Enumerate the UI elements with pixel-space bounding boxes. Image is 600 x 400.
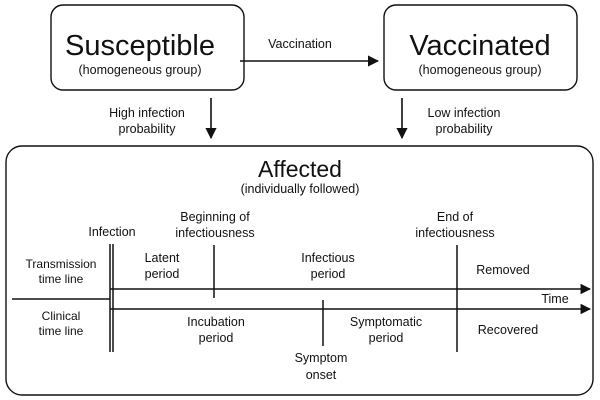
affected-title: Affected — [258, 156, 342, 182]
symptom-onset-line1: Symptom — [295, 351, 348, 365]
clinical-label-line1: Clinical — [42, 309, 81, 323]
affected-subtitle: (individually followed) — [241, 182, 360, 196]
infectious-period-line1: Infectious — [301, 251, 355, 265]
susceptible-title: Susceptible — [65, 30, 215, 62]
low-infection-arrow: Low infection probability — [396, 98, 501, 140]
latent-period-line2: period — [145, 267, 180, 281]
symptomatic-period-line1: Symptomatic — [350, 315, 422, 329]
timeline-labels: Transmission time line Clinical time lin… — [26, 210, 569, 382]
recovered-label: Recovered — [478, 323, 538, 337]
symptom-onset-line2: onset — [306, 368, 337, 382]
latent-period-line1: Latent — [145, 251, 180, 265]
symptomatic-period-line2: period — [369, 331, 404, 345]
time-label: Time — [541, 292, 568, 306]
clinical-label-line2: time line — [39, 324, 84, 338]
high-infection-label-line2: probability — [119, 122, 177, 136]
susceptible-box: Susceptible (homogeneous group) — [50, 4, 245, 91]
susceptible-subtitle: (homogeneous group) — [79, 63, 202, 77]
vaccination-label: Vaccination — [268, 37, 332, 51]
low-infection-label-line2: probability — [436, 122, 494, 136]
high-infection-arrow: High infection probability — [109, 98, 217, 140]
high-infection-label-line1: High infection — [109, 106, 185, 120]
end-infectiousness-line1: End of — [437, 210, 474, 224]
beginning-infectiousness-line2: infectiousness — [175, 226, 254, 240]
incubation-period-line1: Incubation — [187, 315, 245, 329]
low-infection-label-line1: Low infection — [428, 106, 501, 120]
affected-box: Affected (individually followed) — [5, 145, 594, 396]
end-infectiousness-line2: infectiousness — [415, 226, 494, 240]
beginning-infectiousness-line1: Beginning of — [180, 210, 250, 224]
vaccination-arrow: Vaccination — [240, 37, 380, 67]
infection-label: Infection — [88, 225, 135, 239]
vaccinated-title: Vaccinated — [409, 30, 550, 62]
removed-label: Removed — [476, 263, 530, 277]
vaccinated-subtitle: (homogeneous group) — [419, 63, 542, 77]
transmission-label-line2: time line — [39, 272, 84, 286]
vaccinated-box: Vaccinated (homogeneous group) — [383, 4, 578, 91]
transmission-label-line1: Transmission — [26, 257, 97, 271]
incubation-period-line2: period — [199, 331, 234, 345]
timeline — [12, 244, 592, 352]
infectious-period-line2: period — [311, 267, 346, 281]
